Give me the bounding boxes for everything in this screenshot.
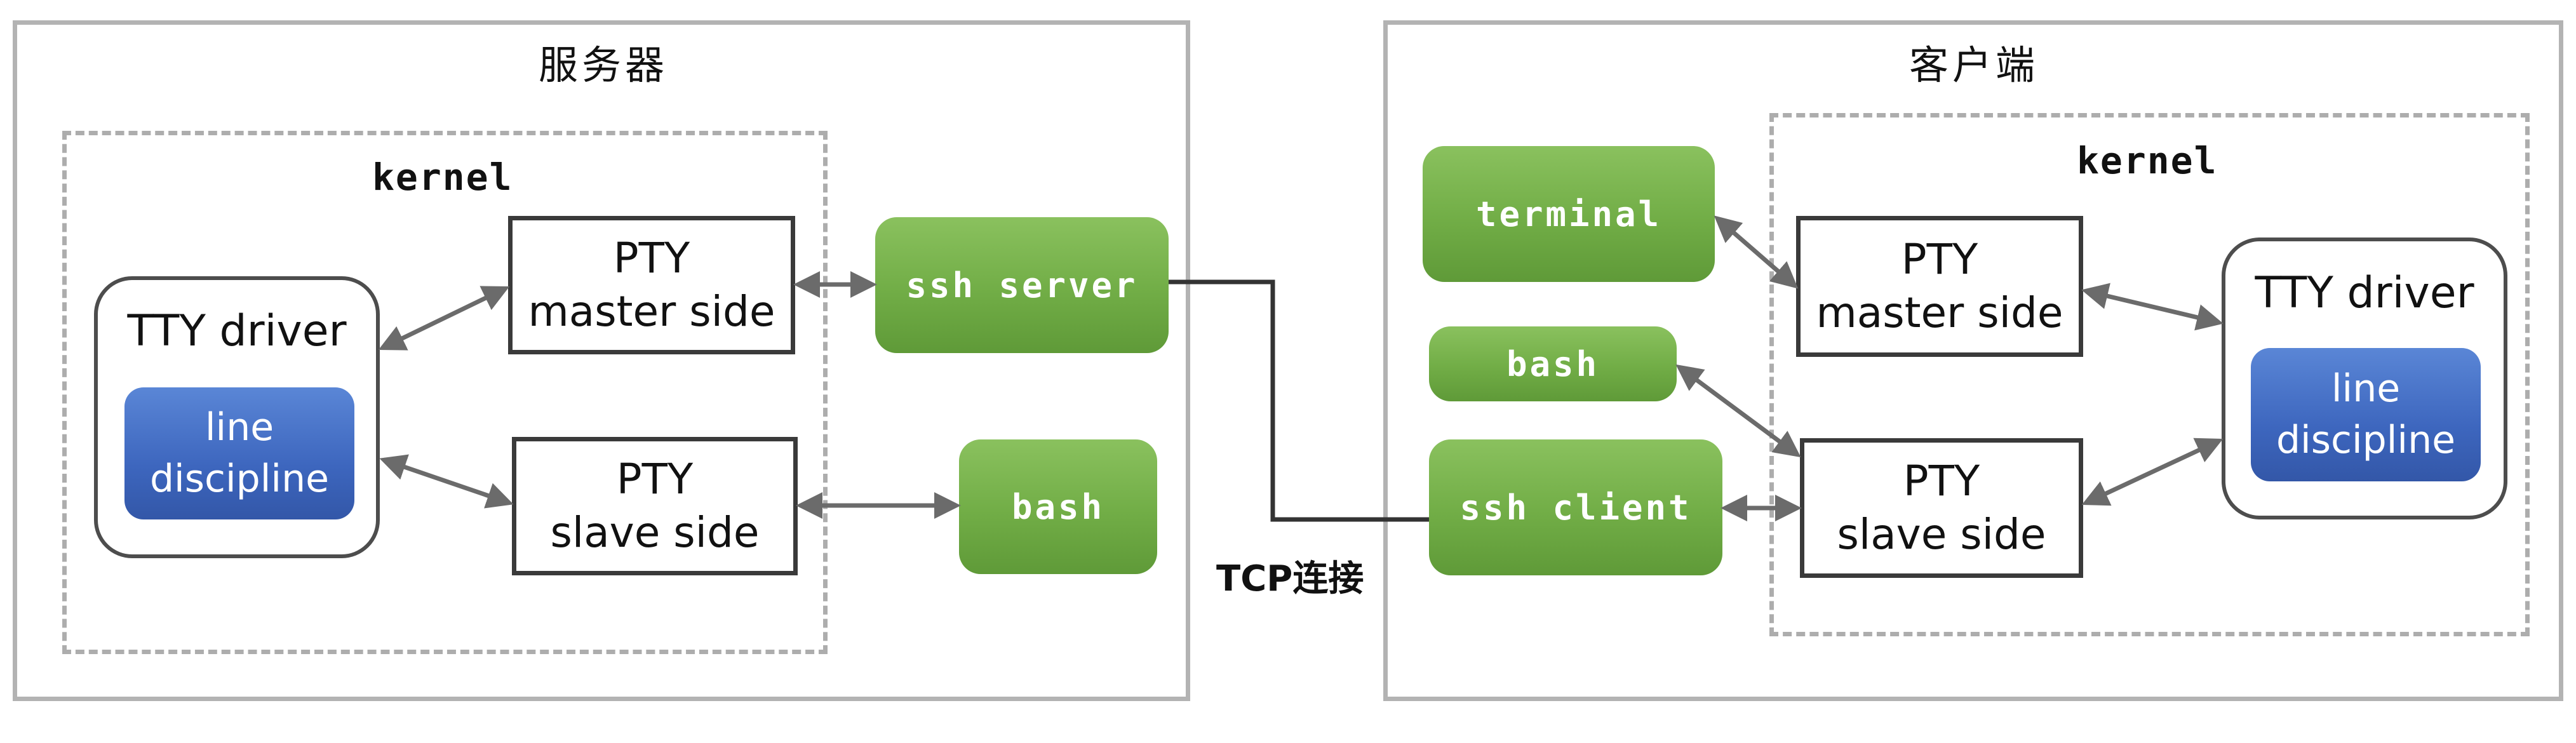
client-line-discipline-line1: line <box>2331 366 2401 411</box>
arrow-pty-master-client-tty <box>2081 283 2224 331</box>
client-kernel-label: kernel <box>2077 139 2218 182</box>
client-line-discipline-line2: discipline <box>2276 418 2456 462</box>
server-line-discipline: line discipline <box>124 387 354 519</box>
ssh-client-node: ssh client <box>1429 439 1722 575</box>
server-pty-slave-line1: PTY <box>616 454 694 504</box>
client-pty-slave-line2: slave side <box>1837 510 2046 559</box>
arrow-server-tty-pty-master <box>378 286 510 351</box>
tcp-connection-label: TCP连接 <box>1216 558 1364 599</box>
client-tty-driver-title: TTY driver <box>2255 268 2474 318</box>
server-kernel-label: kernel <box>372 156 513 199</box>
server-pty-slave-line2: slave side <box>550 508 760 557</box>
server-kernel-boundary <box>62 131 828 654</box>
client-line-discipline: line discipline <box>2251 348 2481 481</box>
client-pty-master: PTY master side <box>1796 216 2083 357</box>
client-pty-master-line2: master side <box>1816 288 2063 337</box>
server-pty-slave: PTY slave side <box>512 437 798 575</box>
client-pty-slave-line1: PTY <box>1903 456 1980 505</box>
server-bash-node: bash <box>959 439 1157 574</box>
arrow-terminal-pty-master <box>1714 215 1799 289</box>
arrow-server-tty-pty-slave <box>379 454 514 509</box>
arrow-client-bash-pty-slave <box>1675 364 1801 458</box>
server-pty-master: PTY master side <box>508 216 795 354</box>
server-pty-master-line2: master side <box>528 287 775 336</box>
client-pty-slave: PTY slave side <box>1800 438 2083 578</box>
server-line-discipline-line1: line <box>205 405 274 450</box>
server-line-discipline-line2: discipline <box>149 457 330 501</box>
server-pty-master-line1: PTY <box>613 233 690 283</box>
client-bash-node: bash <box>1429 326 1677 401</box>
client-pty-master-line1: PTY <box>1901 234 1978 284</box>
ssh-server-node: ssh server <box>875 217 1169 353</box>
client-title: 客户端 <box>1909 42 2039 88</box>
arrow-pty-slave-client-tty <box>2081 438 2224 506</box>
server-title: 服务器 <box>538 42 668 88</box>
terminal-node: terminal <box>1423 146 1715 282</box>
server-tty-driver-title: TTY driver <box>127 306 347 356</box>
tcp-connection-line <box>1169 279 1429 522</box>
